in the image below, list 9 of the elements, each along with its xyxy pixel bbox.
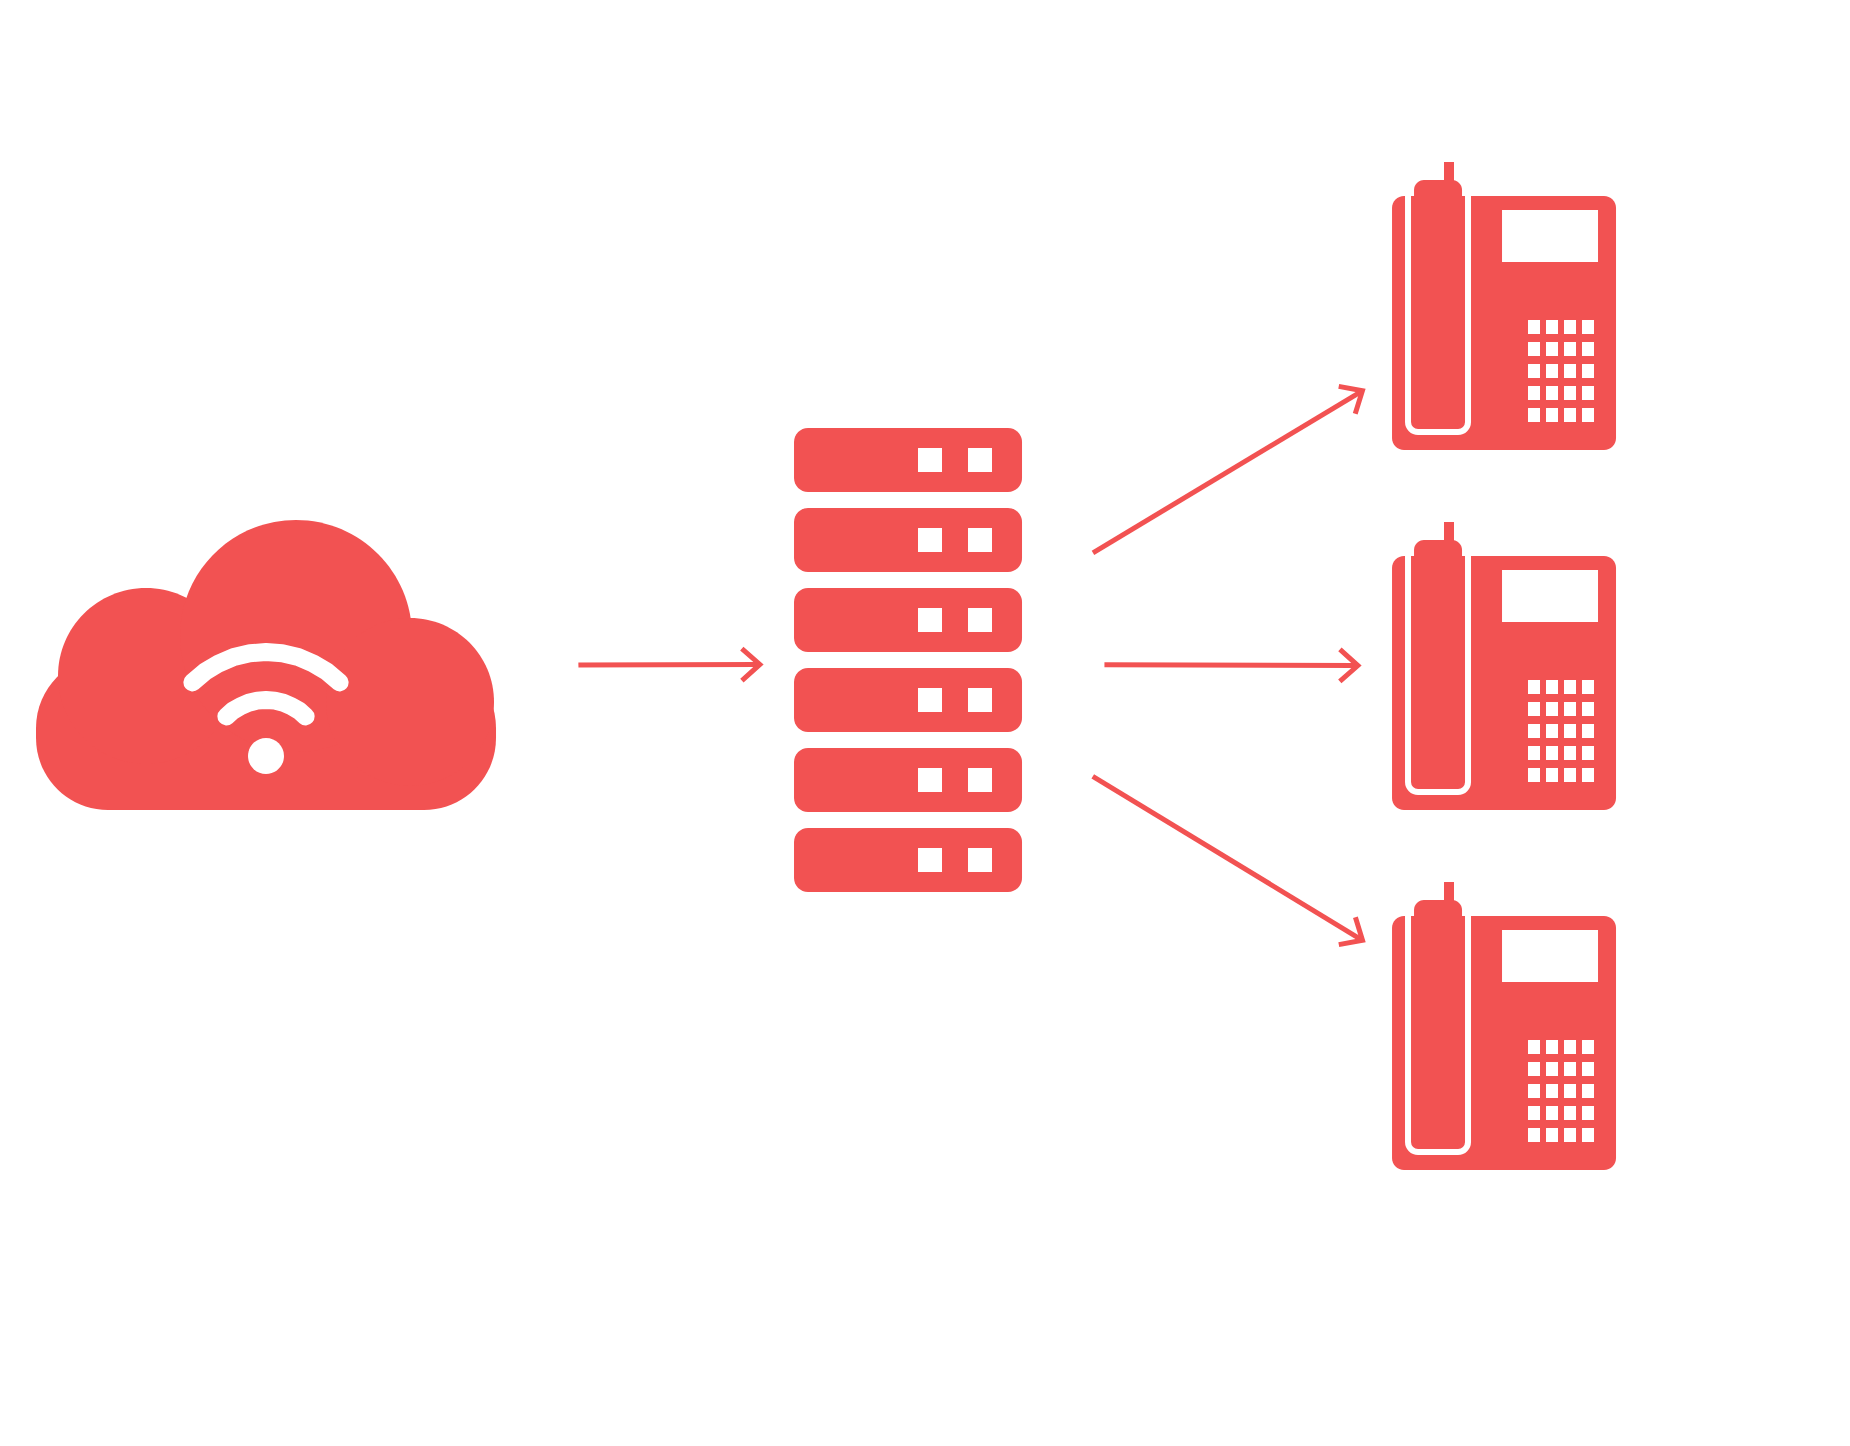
arrow	[1104, 647, 1362, 684]
desk-phone-drawing	[1392, 522, 1617, 810]
arrow	[1091, 774, 1366, 948]
server-rack-drawing	[794, 428, 1022, 892]
arrow	[1091, 383, 1366, 555]
desk-phone-drawing	[1392, 882, 1617, 1170]
cloud-wifi-drawing	[36, 520, 496, 810]
desk-phone-drawing	[1392, 162, 1617, 450]
arrow	[578, 646, 764, 683]
